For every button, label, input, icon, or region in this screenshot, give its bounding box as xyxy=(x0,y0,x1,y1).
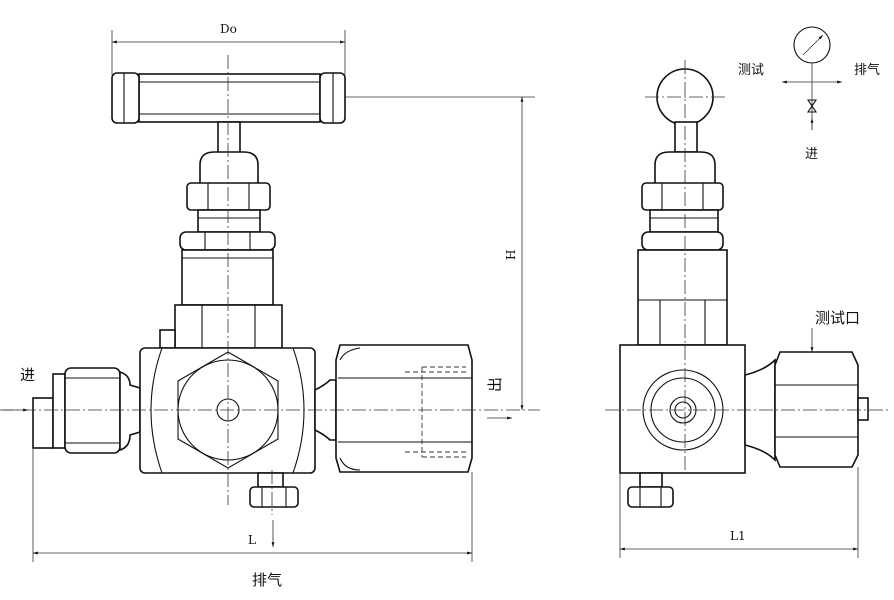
inlet-label: 进 xyxy=(20,366,35,384)
schematic-test-label: 测试 xyxy=(738,63,764,78)
flow-schematic: 测试 排气 进 xyxy=(738,26,880,162)
gauge-icon xyxy=(793,26,831,64)
handle xyxy=(111,72,346,124)
schematic-vent-label: 排气 xyxy=(854,62,880,78)
do-label: Do xyxy=(220,22,237,36)
schematic-inlet-label: 进 xyxy=(805,147,818,162)
test-port-label: 测试口 xyxy=(815,309,860,327)
vent-label: 排气 xyxy=(252,571,282,589)
valve-icon xyxy=(806,99,818,113)
side-view: L1 测试口 xyxy=(605,60,890,558)
l-label: L xyxy=(248,533,256,547)
l1-label: L1 xyxy=(730,529,746,543)
h-label: H xyxy=(504,250,518,260)
front-view: Do xyxy=(0,22,540,589)
outlet-label: 出 xyxy=(486,377,504,392)
